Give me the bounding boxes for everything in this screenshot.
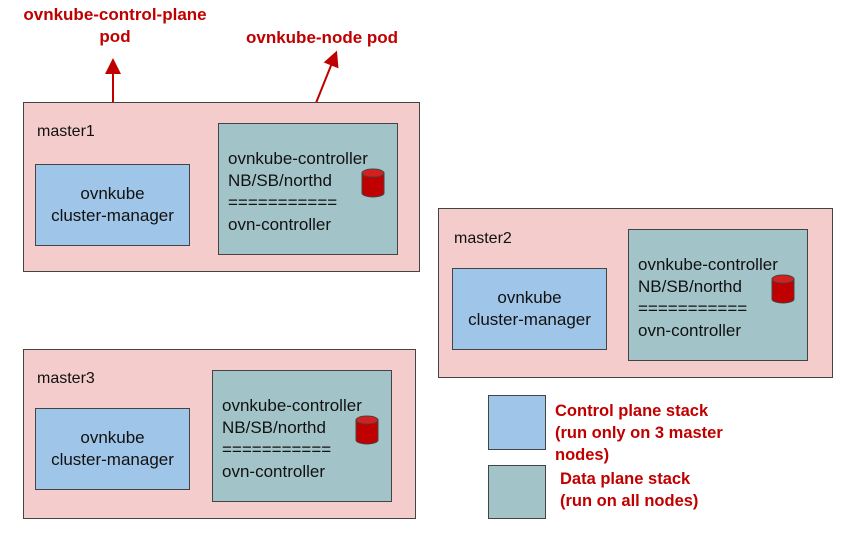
- master2-data-plane: ovnkube-controller NB/SB/northd ========…: [628, 229, 808, 361]
- master3-label: master3: [37, 370, 95, 387]
- legend-data-plane-swatch: [488, 465, 546, 519]
- master2-data-plane-text: ovnkube-controller NB/SB/northd ========…: [638, 255, 778, 340]
- database-icon: [355, 415, 379, 445]
- database-icon: [771, 274, 795, 304]
- master3-data-plane: ovnkube-controller NB/SB/northd ========…: [212, 370, 392, 502]
- legend-control-plane-swatch: [488, 395, 546, 450]
- master1-label: master1: [37, 123, 95, 140]
- master1-data-plane-text: ovnkube-controller NB/SB/northd ========…: [228, 149, 368, 234]
- master2-cluster-manager: ovnkube cluster-manager: [452, 268, 607, 350]
- control-plane-pod-label: ovnkube-control-plane pod: [23, 5, 207, 46]
- master1-cluster-manager: ovnkube cluster-manager: [35, 164, 190, 246]
- master3-cluster-manager: ovnkube cluster-manager: [35, 408, 190, 490]
- master2-label: master2: [454, 230, 512, 247]
- master3-data-plane-text: ovnkube-controller NB/SB/northd ========…: [222, 396, 362, 481]
- node-pod-label: ovnkube-node pod: [246, 28, 399, 47]
- database-icon: [361, 168, 385, 198]
- legend-control-plane-label: Control plane stack (run only on 3 maste…: [555, 402, 723, 464]
- legend-data-plane-label: Data plane stack (run on all nodes): [560, 470, 699, 510]
- master1-data-plane: ovnkube-controller NB/SB/northd ========…: [218, 123, 398, 255]
